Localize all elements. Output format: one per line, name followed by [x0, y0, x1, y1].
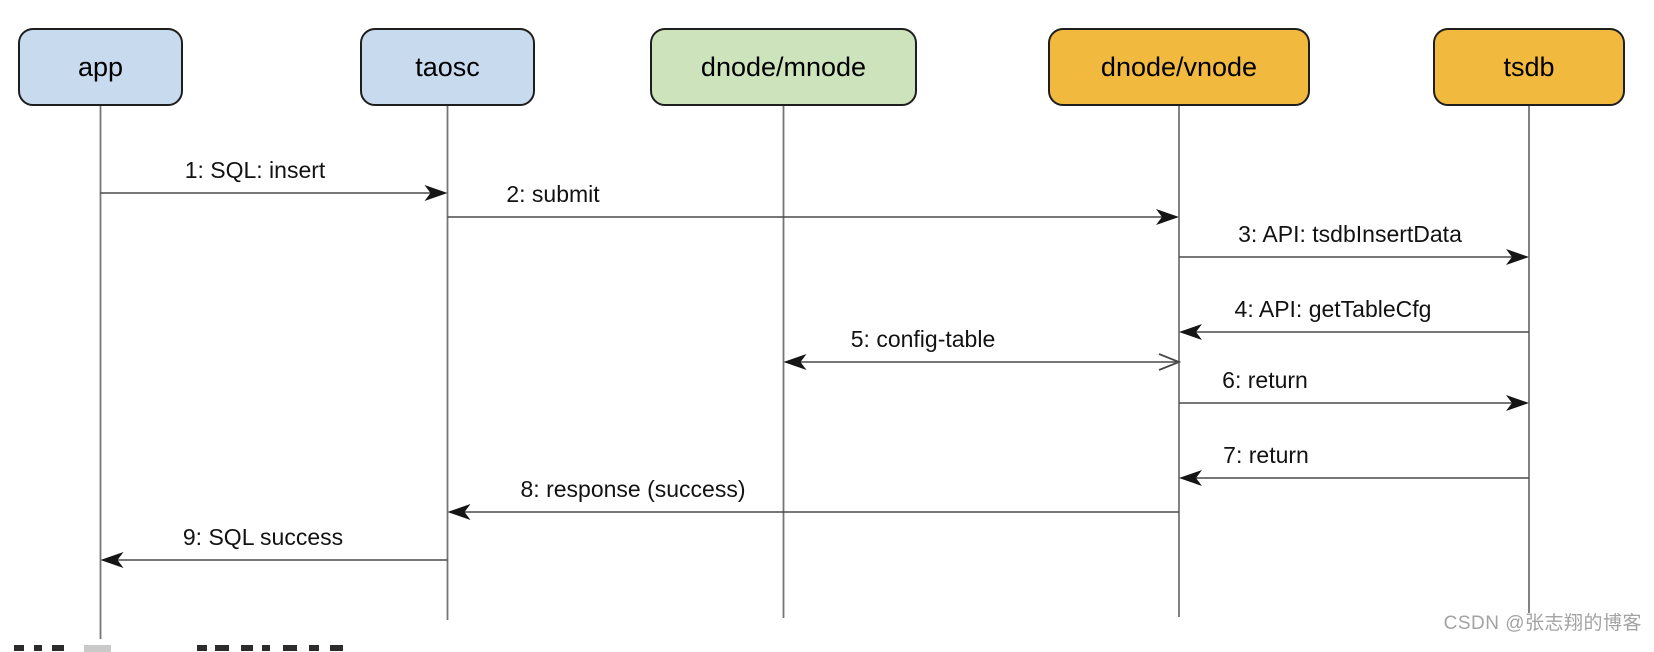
message-label-5: 5: config-table [850, 326, 996, 352]
message-label-2: 2: submit [506, 181, 600, 207]
message-label-8: 8: response (success) [520, 476, 746, 502]
actor-box-app: app [18, 28, 183, 106]
actor-label-app: app [77, 51, 124, 82]
message-label-7: 7: return [1223, 442, 1309, 468]
actor-box-tsdb: tsdb [1433, 28, 1625, 106]
message-label-3: 3: API: tsdbInsertData [1238, 221, 1462, 247]
clipped-caption-fragment [0, 645, 420, 652]
csdn-watermark: CSDN @张志翔的博客 [1443, 613, 1642, 634]
actor-label-dnode-mnode: dnode/mnode [700, 51, 867, 82]
actor-label-taosc: taosc [415, 51, 480, 82]
actor-box-dnode-vnode: dnode/vnode [1048, 28, 1310, 106]
message-label-9: 9: SQL success [182, 524, 344, 550]
actor-box-dnode-mnode: dnode/mnode [650, 28, 917, 106]
message-label-4: 4: API: getTableCfg [1234, 296, 1432, 322]
actor-box-taosc: taosc [360, 28, 535, 106]
message-label-6: 6: return [1222, 367, 1308, 393]
actor-label-dnode-vnode: dnode/vnode [1100, 51, 1258, 82]
actor-label-tsdb: tsdb [1503, 51, 1555, 82]
message-label-1: 1: SQL: insert [184, 157, 326, 183]
